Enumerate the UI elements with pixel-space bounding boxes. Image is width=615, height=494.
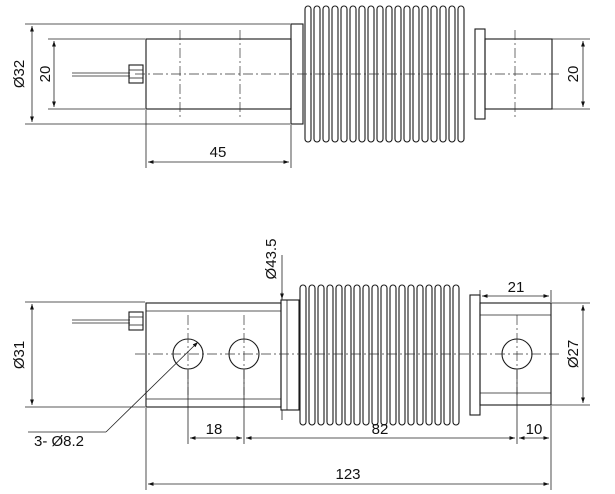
dim-label-diameter-32: Ø32	[11, 60, 28, 88]
bellows-fin	[335, 284, 343, 426]
end-flange-front	[469, 294, 481, 416]
bellows-fin	[380, 284, 388, 426]
dim-label-offset-10: 10	[526, 421, 543, 438]
bellows-fin	[308, 284, 316, 426]
bellows-fin	[389, 284, 397, 426]
bellows-fin	[398, 284, 406, 426]
bellows-fin	[452, 284, 460, 426]
bellows-fin	[407, 284, 415, 426]
leader-hole	[105, 341, 199, 433]
dim-label-span-82: 82	[372, 421, 389, 438]
bellows-fin	[299, 284, 307, 426]
bellows-fin	[326, 284, 334, 426]
bellows-fin	[425, 284, 433, 426]
front-view: Ø43.5 Ø31 3- Ø8.2 21 Ø27 18 82	[11, 239, 590, 490]
dim-label-length-45: 45	[210, 144, 227, 161]
bellows-fin	[317, 284, 325, 426]
bellows-fin	[344, 284, 352, 426]
bellows-fin	[416, 284, 424, 426]
top-view: Ø32 20 45 20	[11, 5, 590, 168]
dim-label-height-31: Ø31	[11, 341, 28, 369]
dim-label-end-diameter-27: Ø27	[565, 340, 582, 368]
dim-label-end-width-21: 21	[508, 279, 525, 296]
dim-label-total-123: 123	[335, 466, 360, 483]
bellows-fin	[434, 284, 442, 426]
bellows-fin	[371, 284, 379, 426]
cable-gland-front	[128, 311, 144, 331]
dim-label-height-20-left: 20	[37, 66, 54, 83]
bellows-fin	[362, 284, 370, 426]
bellows-front	[299, 284, 460, 426]
bellows-fin	[353, 284, 361, 426]
dim-label-holes: 3- Ø8.2	[34, 433, 84, 450]
bellows-fin	[443, 284, 451, 426]
dim-label-height-20-right: 20	[565, 66, 582, 83]
dim-label-pitch-18: 18	[206, 421, 223, 438]
dim-label-flange-43-5: Ø43.5	[263, 239, 280, 280]
main-body-front	[145, 302, 282, 408]
flange-front	[280, 299, 300, 411]
